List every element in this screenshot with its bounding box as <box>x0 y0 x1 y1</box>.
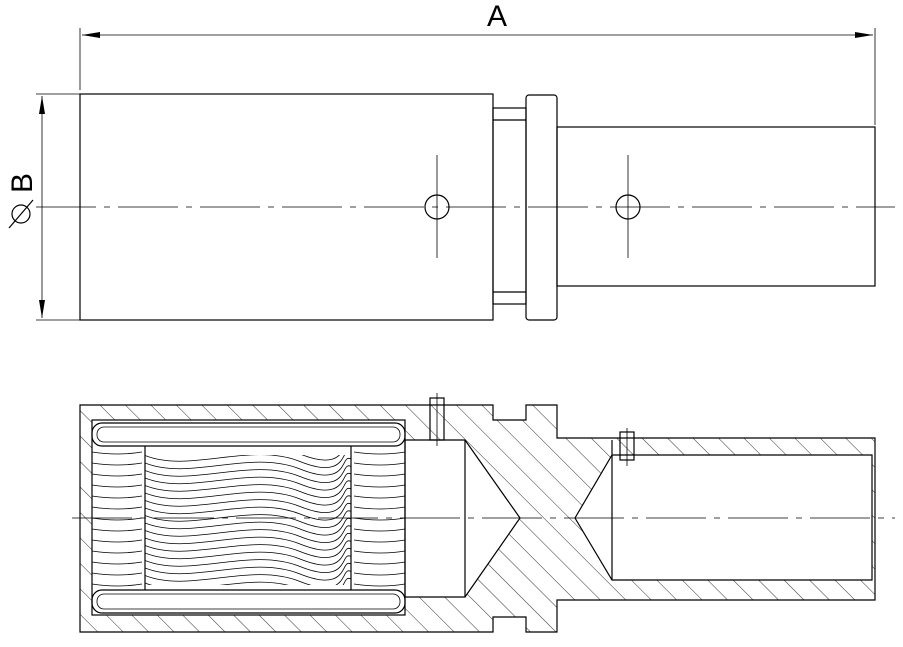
elevation-view: A B <box>6 0 895 321</box>
dimension-a-label: A <box>487 0 507 33</box>
dimension-a: A <box>79 0 876 125</box>
dimension-b-label: B <box>6 173 39 193</box>
diameter-icon <box>8 199 34 229</box>
hole-marker <box>615 155 641 258</box>
contact-cage <box>91 422 406 614</box>
section-view <box>72 393 895 633</box>
hole-marker <box>424 155 450 258</box>
